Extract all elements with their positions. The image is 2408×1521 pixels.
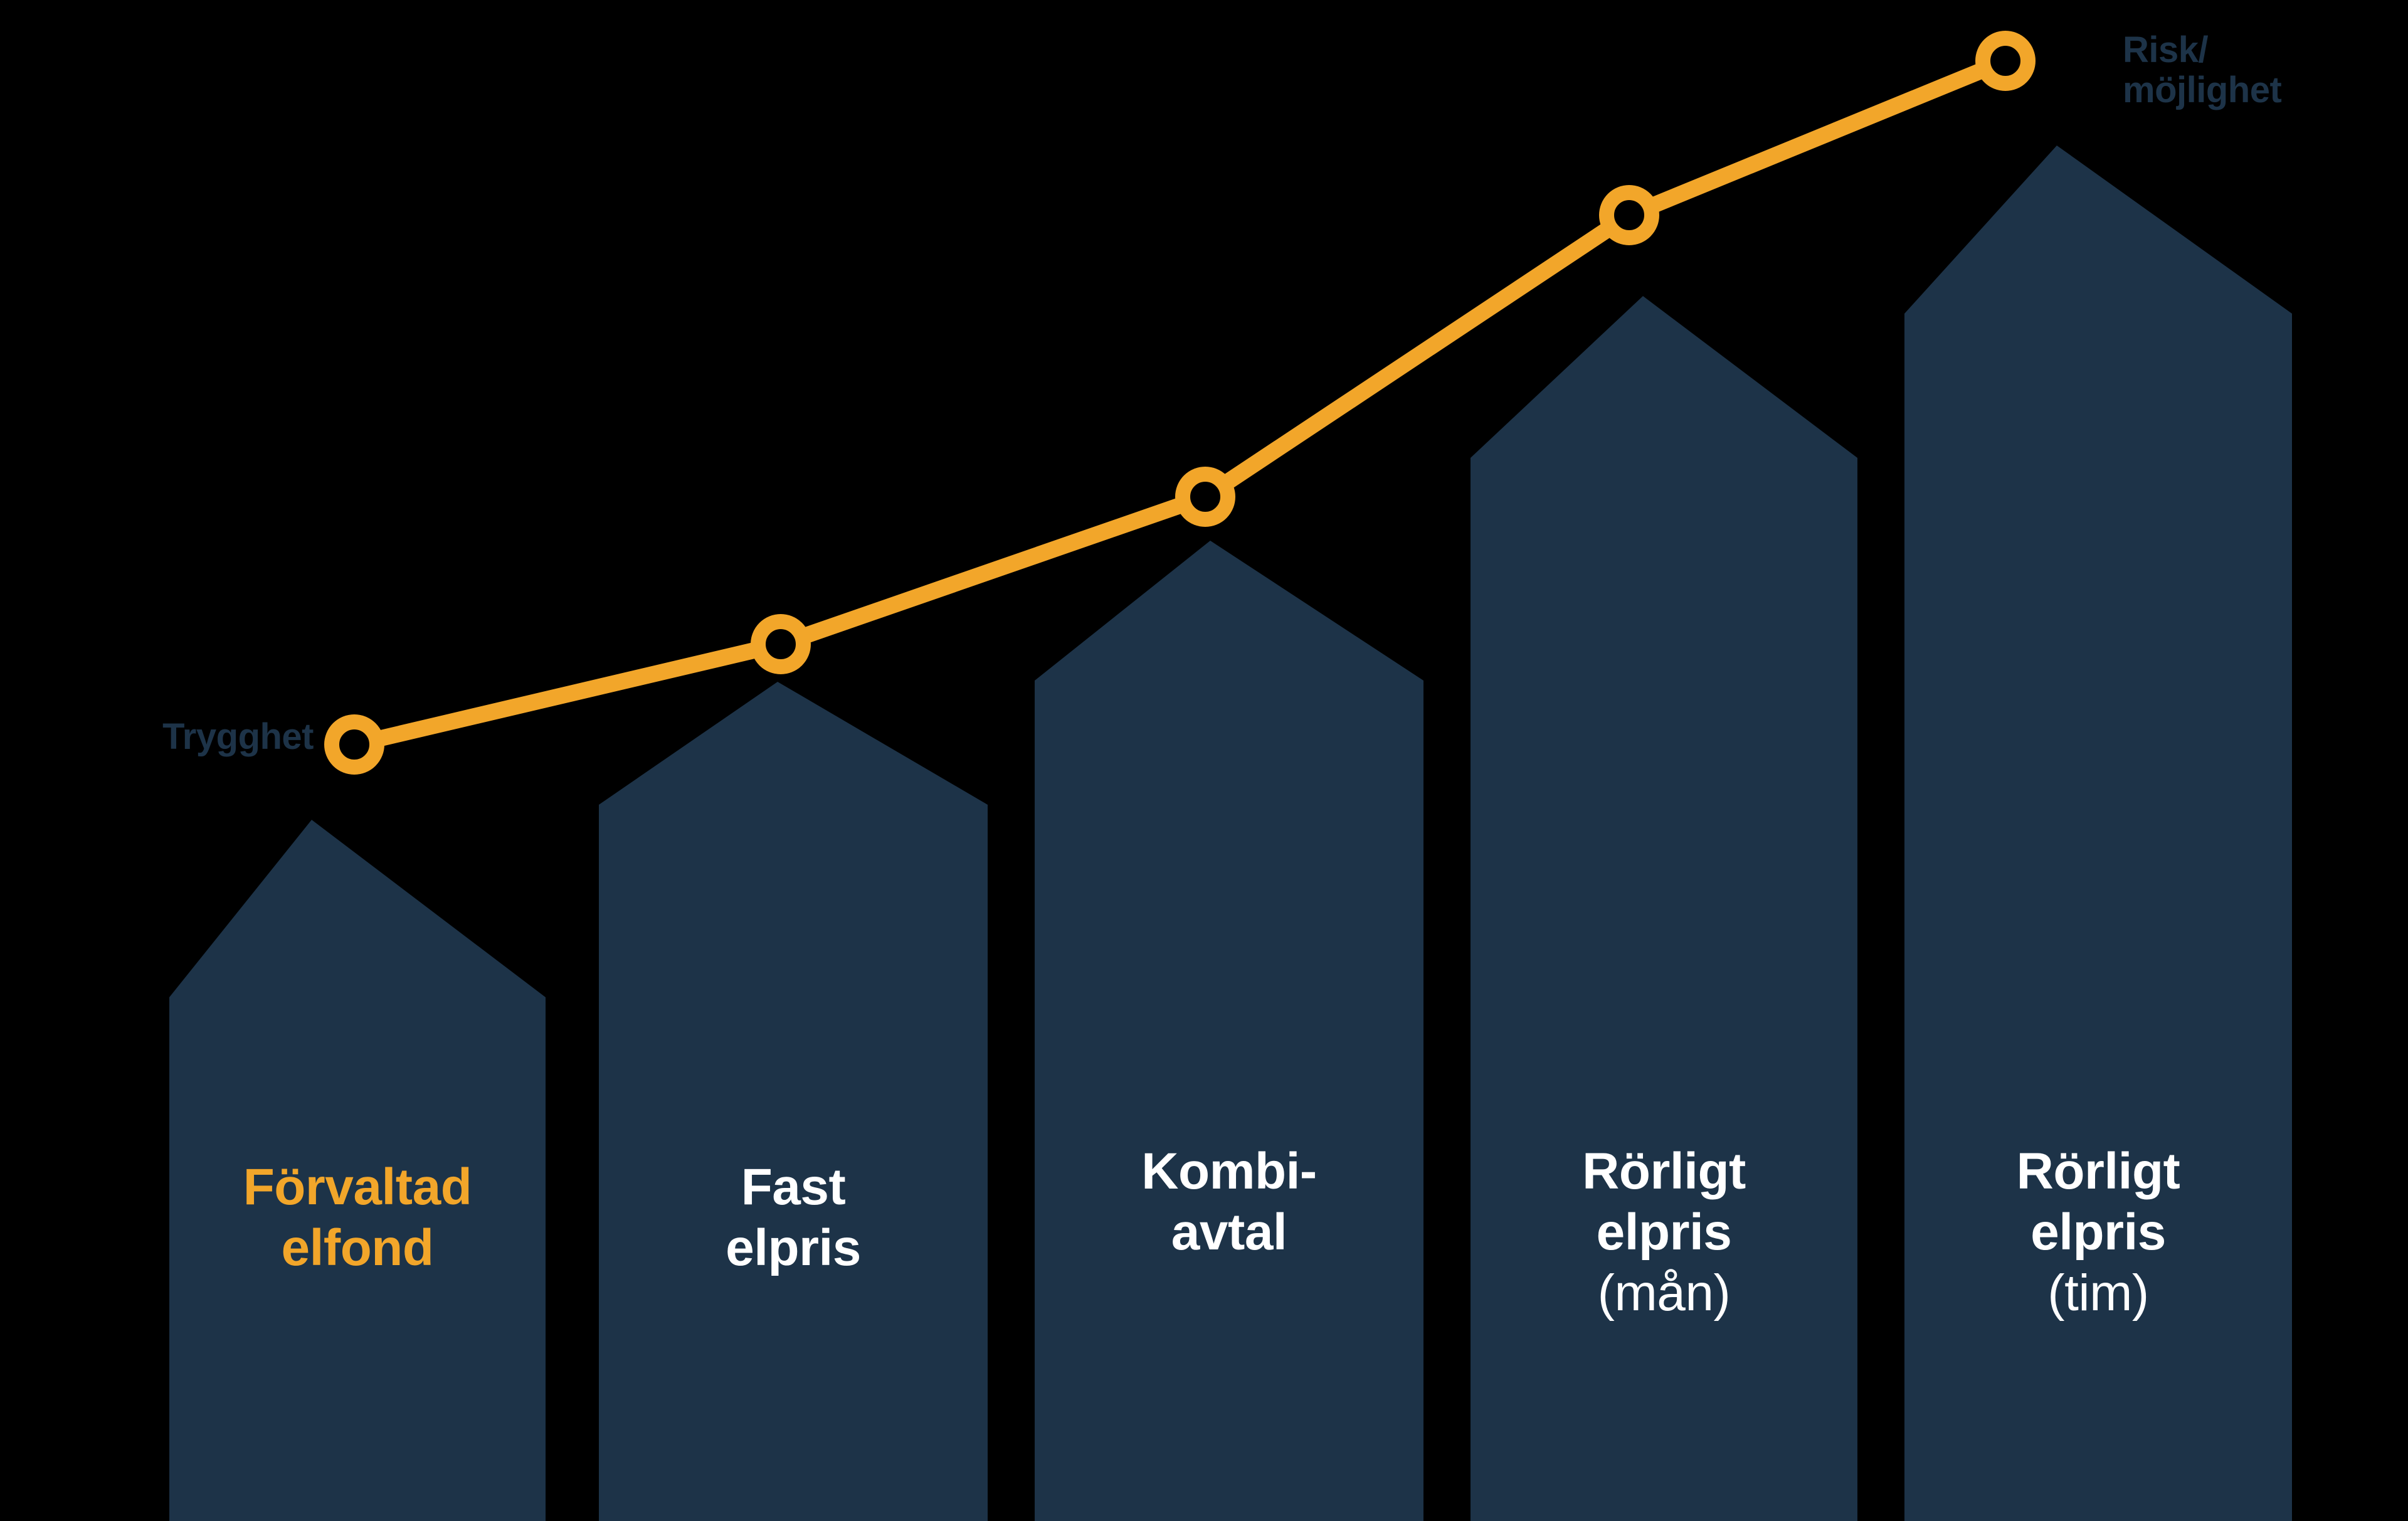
annotation-risk-line1: Risk/ [2123,29,2209,70]
bar-rorligt-elpris-tim[interactable] [1904,146,2292,1521]
annotation-risk-line2: möjlighet [2123,69,2282,110]
bar-fast-elpris[interactable] [599,682,988,1521]
marker-rorligt-elpris-man[interactable] [1599,185,1659,245]
marker-forvaltad-elfond[interactable] [324,714,384,775]
annotation-trygghet: Trygghet [125,717,314,757]
marker-rorligt-elpris-tim[interactable] [1975,31,2036,91]
bar-rorligt-elpris-man[interactable] [1471,296,1857,1521]
trend-markers [324,31,2036,775]
bar-kombi-avtal[interactable] [1035,541,1423,1521]
annotation-risk-mojlighet: Risk/ möjlighet [2123,30,2392,110]
bar-forvaltad-elfond[interactable] [169,820,546,1521]
bar-series [169,146,2292,1521]
marker-kombi-avtal[interactable] [1175,467,1235,527]
annotation-trygghet-text: Trygghet [162,716,314,757]
marker-fast-elpris[interactable] [751,614,811,674]
